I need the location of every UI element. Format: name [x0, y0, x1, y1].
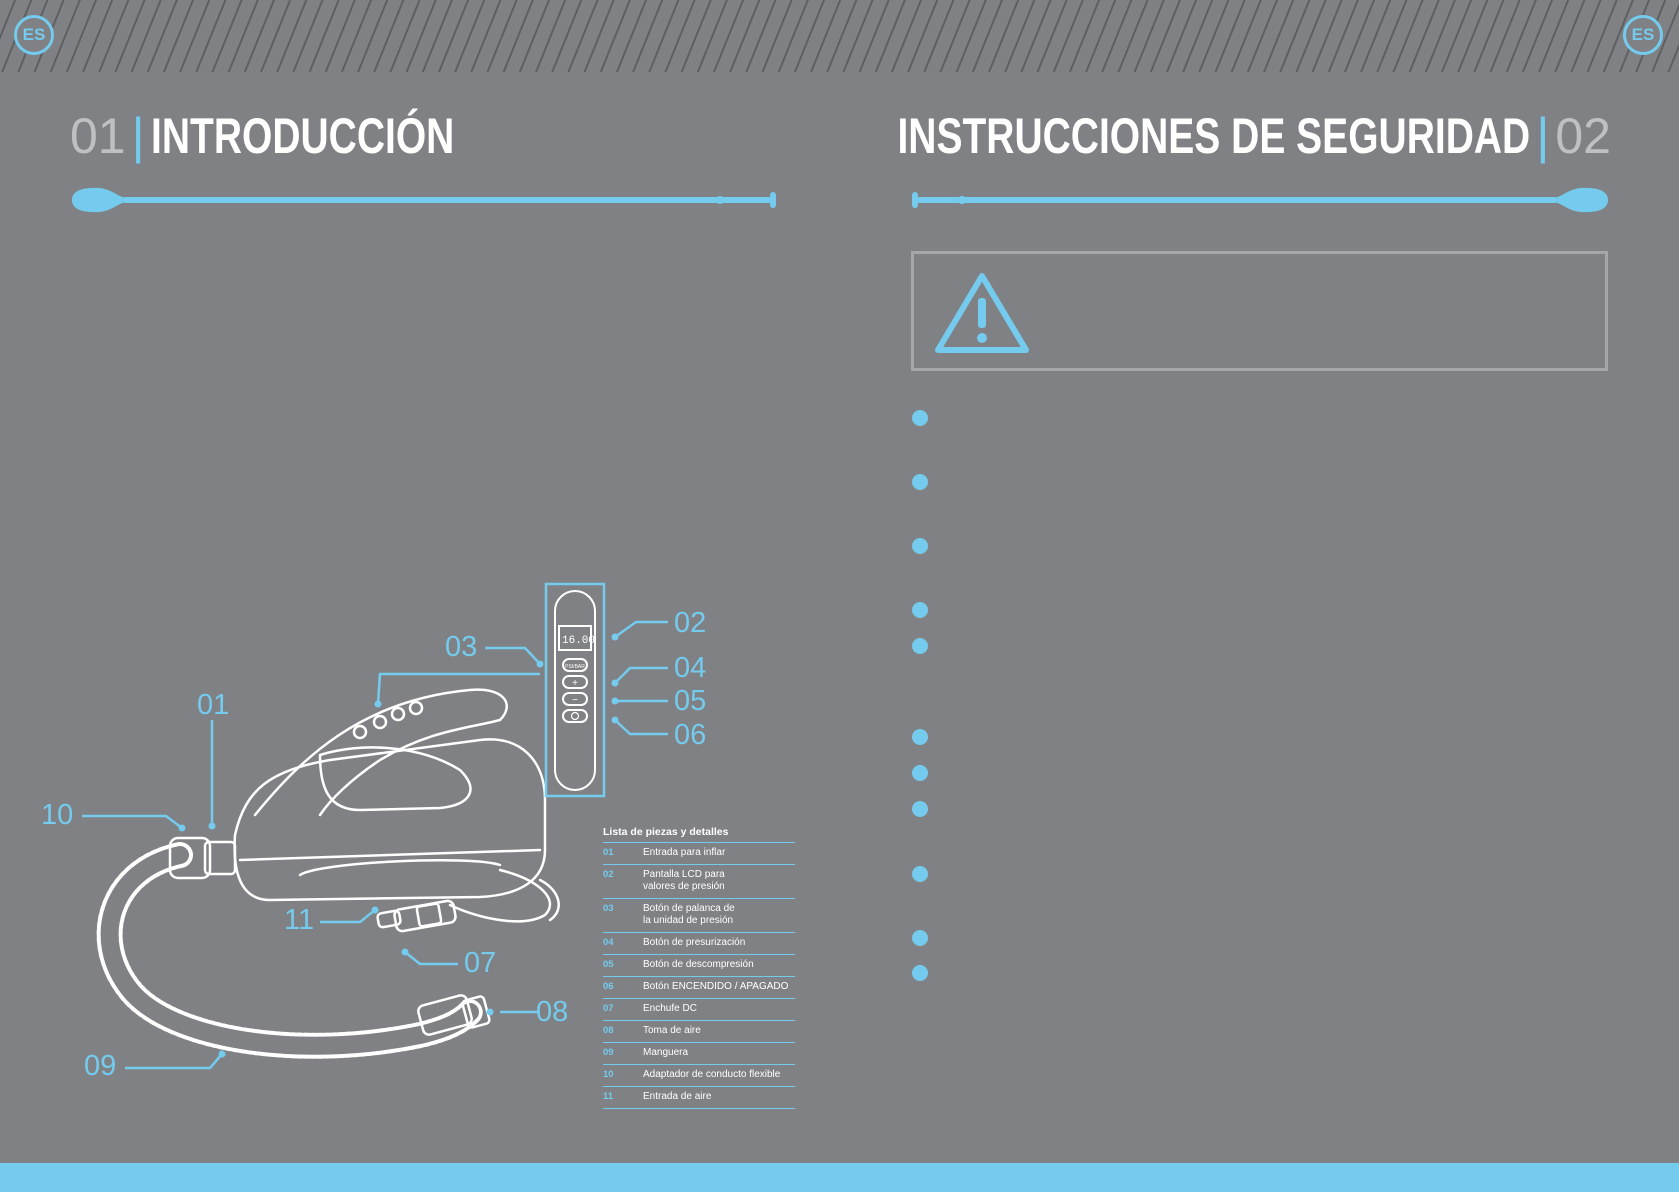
warning-triangle-icon [935, 273, 1029, 353]
list-bullet [912, 866, 928, 882]
section-number: 02 [1555, 108, 1611, 164]
list-bullet [912, 930, 928, 946]
list-bullet [912, 602, 928, 618]
title-separator: | [1536, 108, 1550, 164]
minus-icon: − [572, 695, 578, 706]
list-bullet [912, 638, 928, 654]
callout-01: 01 [197, 689, 230, 721]
callout-04: 04 [674, 652, 707, 684]
lcd-value: 16.00 [562, 635, 595, 647]
section-title-introduction: 01|INTRODUCCIÓN [70, 106, 540, 166]
callout-05: 05 [674, 685, 707, 717]
warning-box [911, 251, 1608, 371]
callout-02: 02 [674, 607, 707, 639]
power-icon [570, 711, 580, 721]
callout-06: 06 [674, 719, 707, 751]
callout-03: 03 [445, 631, 478, 663]
parts-list-header: Lista de piezas y detalles [603, 826, 795, 843]
plus-icon: + [572, 678, 578, 689]
section-number: 01 [70, 108, 126, 164]
callout-07: 07 [464, 947, 497, 979]
footer-bar [0, 1163, 1679, 1192]
callout-11: 11 [284, 904, 315, 936]
paddle-divider-right-icon [912, 187, 1608, 213]
section-heading: INTRODUCCIÓN [150, 108, 454, 164]
list-bullet [912, 474, 928, 490]
list-bullet [912, 801, 928, 817]
title-separator: | [131, 108, 145, 164]
language-badge-right: ES [1623, 15, 1663, 55]
list-bullet [912, 729, 928, 745]
callout-09: 09 [84, 1050, 117, 1082]
unit-button-label: PSI/BAR [565, 664, 585, 670]
list-bullet [912, 538, 928, 554]
header-stripes [0, 0, 1679, 72]
paddle-divider-left-icon [72, 187, 776, 213]
callout-08: 08 [536, 996, 569, 1028]
section-title-safety: INSTRUCCIONES DE SEGURIDAD|02 [719, 106, 1611, 166]
list-bullet [912, 765, 928, 781]
pump-diagram: 16.00 PSI/BAR + − [82, 582, 668, 1070]
section-heading: INSTRUCCIONES DE SEGURIDAD [897, 108, 1531, 164]
callout-10: 10 [41, 799, 74, 831]
list-bullet [912, 965, 928, 981]
language-badge-left: ES [14, 15, 54, 55]
list-bullet [912, 410, 928, 426]
